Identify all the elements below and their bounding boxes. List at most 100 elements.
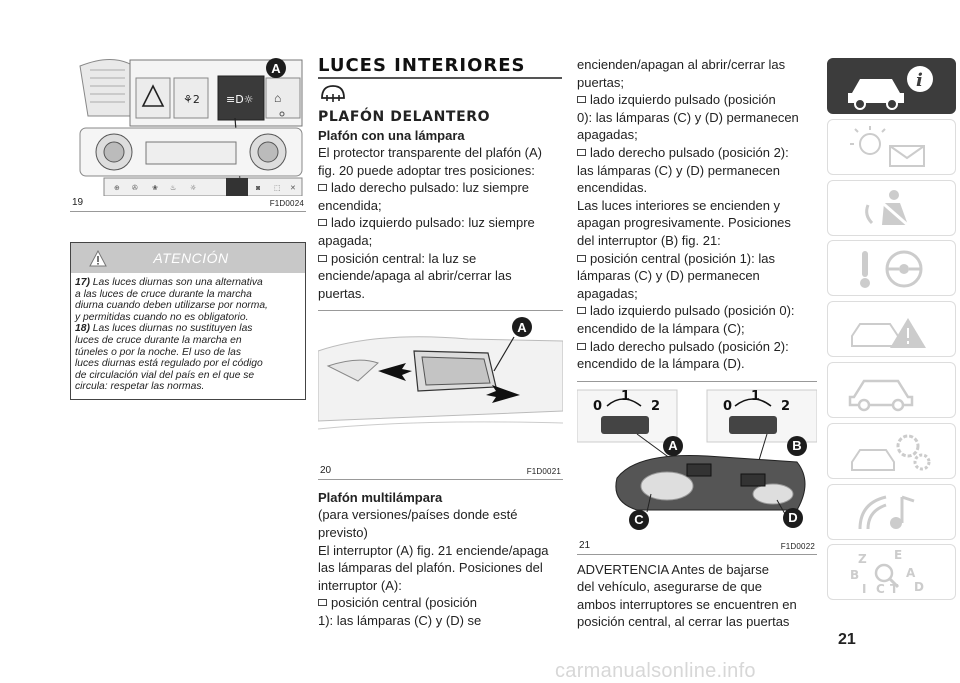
svg-text:≡D☼: ≡D☼: [226, 93, 254, 106]
multi-lamp-intro: El interruptor (A) fig. 21 enciende/apag…: [318, 542, 563, 595]
tab-maintenance[interactable]: [827, 361, 956, 418]
note-line: Las luces diurnas no sustituyen las: [92, 323, 253, 335]
figure-number: 20: [320, 465, 332, 477]
text-line: lado izquierdo pulsado: luz siempre: [331, 215, 535, 231]
interior-light-icon: [321, 85, 345, 102]
svg-text:C: C: [876, 582, 885, 596]
figure-number: 21: [579, 539, 591, 551]
text-line: ambos interruptores se encuentren en: [577, 596, 797, 612]
text-line: del vehículo, asegurarse de que: [577, 579, 763, 595]
warning-triangle-icon: [89, 249, 107, 266]
text-line: lámparas (C) y (D) permanecen: [577, 268, 760, 284]
tab-lights-warning[interactable]: [827, 118, 956, 175]
text-line: apagada;: [318, 232, 373, 248]
note-line: diurna cuando deben utilizarse por norma…: [75, 300, 268, 312]
note-line: y permitidas cuando no es obligatorio.: [75, 311, 249, 323]
single-lamp-title: Plafón con una lámpara: [318, 128, 465, 143]
callout-a: A: [266, 58, 286, 78]
list-item: lado derecho pulsado (posición 2): encend…: [577, 338, 817, 373]
svg-text:⚘2: ⚘2: [183, 93, 200, 106]
list-item: lado izquierdo pulsado (posición 0):ence…: [577, 302, 817, 337]
text-line: interruptor (A):: [318, 577, 402, 593]
list-item: posición central (posición 1): las lámpar…: [577, 250, 817, 303]
figure-code: F1D0022: [780, 541, 815, 551]
note-line: túneles o por la noche. El uso de las: [75, 346, 242, 358]
tab-technical-data[interactable]: [827, 422, 956, 479]
svg-text:E: E: [894, 549, 902, 562]
svg-text:⬚: ⬚: [274, 185, 281, 192]
note-line: circula: respetar las normas.: [75, 381, 205, 393]
text-line: Las luces interiores se encienden y: [577, 197, 781, 213]
multimedia-note-icon: [858, 495, 915, 529]
middle-column: LUCES INTERIORES PLAFÓN DELANTERO Plafón…: [317, 56, 564, 630]
steering-wheel-key-icon: [860, 250, 923, 289]
lights-warning-icon: [850, 125, 925, 167]
figure-code: F1D0024: [269, 199, 304, 208]
svg-text:B: B: [850, 568, 859, 582]
note-line: de circulación vial del país en el que s…: [75, 369, 255, 381]
svg-text:⊕: ⊕: [114, 184, 120, 192]
svg-text:☼: ☼: [190, 184, 196, 192]
note-17: 17) Las luces diurnas son una alternativ…: [75, 277, 301, 323]
single-lamp-illustration: [317, 336, 564, 430]
text-line: El protector transparente del plafón (A): [318, 145, 543, 160]
figure-21: 0 1 2 0 1 2 A B C D 21 F1D0022: [576, 380, 818, 555]
subsection-heading: PLAFÓN DELANTERO: [318, 109, 491, 125]
warning-box: ATENCIÓN 17) Las luces diurnas son una a…: [70, 242, 306, 400]
svg-text:✇: ✇: [132, 184, 138, 192]
checkbox-bullet: [577, 307, 586, 315]
svg-text:Z: Z: [858, 552, 867, 566]
text-line: del interruptor (B) fig. 21:: [577, 232, 721, 248]
chapter-tabs: i: [827, 58, 956, 605]
multi-lamp-note: (para versiones/países donde esté previs…: [318, 506, 563, 541]
checkbox-bullet: [577, 254, 586, 262]
position-2: 2: [781, 399, 790, 414]
tab-car-info[interactable]: i: [827, 58, 956, 114]
text-line: lado izquierdo pulsado (posición 0):: [590, 303, 795, 319]
text-line: apagadas;: [577, 285, 638, 301]
note-number: 17): [75, 277, 90, 288]
callout-a: A: [512, 317, 532, 338]
figure-code: F1D0021: [526, 467, 561, 477]
tab-emergency[interactable]: [827, 301, 956, 358]
checkbox-bullet: [318, 219, 327, 227]
text-line: encendidas.: [577, 180, 648, 196]
position-0: 0: [593, 399, 602, 414]
checkbox-bullet: [577, 96, 586, 104]
checkbox-bullet: [318, 254, 327, 262]
text-line: El interruptor (A) fig. 21 enciende/apag…: [318, 542, 549, 558]
text-line: fig. 20 puede adoptar tres posiciones:: [318, 162, 535, 178]
text-line: apagan progresivamente. Posiciones: [577, 215, 791, 231]
multi-lamp-illustration: 0 1 2 0 1 2: [576, 389, 818, 514]
text-line: posición central, al cerrar las puertas: [577, 614, 790, 630]
svg-text:✕: ✕: [290, 185, 296, 192]
text-line: encendido de la lámpara (D).: [577, 356, 745, 372]
warning-header: ATENCIÓN: [71, 243, 305, 273]
paragraph: Las luces interiores se encienden y apag…: [577, 197, 817, 250]
watermark: carmanualsonline.info: [555, 660, 756, 682]
tab-starting-driving[interactable]: [827, 240, 956, 297]
position-2: 2: [651, 399, 660, 414]
text-line: lado derecho pulsado (posición 2):: [590, 338, 789, 354]
note-18: 18) Las luces diurnas no sustituyen las …: [75, 323, 301, 393]
text-line: posición central: la luz se: [331, 250, 477, 266]
tab-safety[interactable]: [827, 179, 956, 236]
tab-multimedia[interactable]: [827, 483, 956, 540]
note-number: 18): [75, 323, 90, 335]
checkbox-bullet: [577, 149, 586, 157]
checkbox-bullet: [318, 184, 327, 192]
text-line: puertas;: [577, 74, 624, 90]
text-line: posición central (posición 1): las: [590, 250, 775, 266]
callout-b: B: [787, 435, 807, 456]
car-info-icon: i: [848, 66, 933, 110]
text-line: lado derecho pulsado (posición 2):: [590, 144, 789, 160]
checkbox-bullet: [318, 599, 327, 607]
svg-text:T: T: [890, 582, 899, 596]
svg-text:❀: ❀: [152, 184, 158, 192]
